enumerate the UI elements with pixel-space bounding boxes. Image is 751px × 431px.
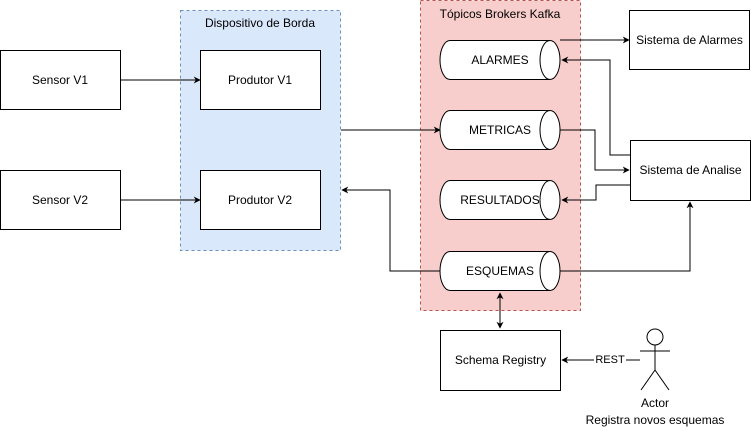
edges	[120, 36, 694, 364]
actor-name: Actor	[641, 396, 669, 410]
rest-label: REST	[595, 354, 625, 366]
topic-alarmes-cap	[539, 40, 551, 80]
sensor-v1-label: Sensor V1	[32, 73, 88, 87]
actor-head-icon	[646, 328, 664, 346]
actor-body-icon	[640, 345, 670, 391]
topic-resultados-cap	[539, 180, 551, 220]
schema-registry-label: Schema Registry	[455, 353, 546, 367]
edge-analise-to-alarmes	[561, 56, 630, 156]
kafka-group-title: Tópicos Brokers Kafka	[440, 7, 561, 21]
produtor-v2-label: Produtor V2	[228, 193, 292, 207]
rest-label-bg	[594, 353, 626, 365]
edge-analise-to-resultados	[561, 184, 630, 204]
sistema-alarmes-label: Sistema de Alarmes	[636, 33, 743, 47]
topic-esquemas-label: ESQUEMAS	[466, 264, 534, 278]
sensor-v2-box	[0, 170, 121, 230]
actor-description: Registra novos esquemas	[586, 413, 725, 427]
topic-resultados-label: RESULTADOS	[460, 193, 540, 207]
topic-metricas-label: METRICAS	[469, 123, 531, 137]
topic-esquemas: ESQUEMAS	[439, 251, 561, 291]
produtor-v1-label: Produtor V1	[228, 73, 292, 87]
schema-registry-box	[440, 330, 561, 391]
sistema-alarmes-box	[629, 10, 750, 70]
sensor-v1-box	[0, 50, 121, 110]
edge-device-group-title: Dispositivo de Borda	[205, 16, 315, 30]
topic-resultados: RESULTADOS	[439, 180, 561, 220]
produtor-v2-box	[200, 170, 321, 230]
topic-esquemas-cap	[539, 251, 551, 291]
actor-figure	[640, 328, 670, 391]
topic-alarmes: ALARMES	[439, 40, 561, 80]
sensor-v2-label: Sensor V2	[32, 193, 88, 207]
topic-alarmes-label: ALARMES	[471, 53, 528, 67]
edge-esquemas-to-analise	[560, 201, 694, 272]
sistema-analise-label: Sistema de Analise	[639, 163, 741, 177]
topic-metricas: METRICAS	[439, 110, 561, 150]
produtor-v1-box	[200, 50, 321, 110]
edge-metricas-to-analise	[560, 129, 630, 174]
edge-esquemas-to-produtor-v2	[341, 186, 440, 272]
topic-metricas-cap	[539, 110, 551, 150]
